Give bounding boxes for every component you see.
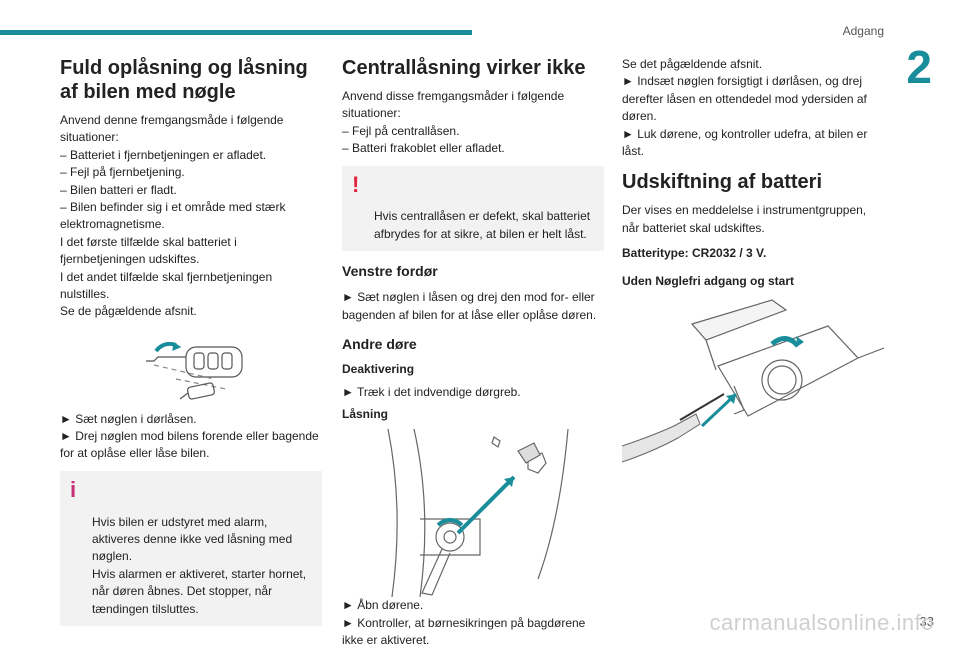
continued-text-col3: Se det pågældende afsnit. ► Indsæt nøgle… — [622, 57, 868, 158]
chapter-number: 2 — [906, 41, 932, 93]
door-lock-illustration — [387, 429, 569, 598]
heading-locking: Låsning — [342, 407, 389, 422]
page-number: 33 — [919, 614, 934, 629]
locking-steps: ► Åbn dørene. ► Kontroller, at børnesikr… — [342, 598, 586, 648]
battery-replacement-illustration — [622, 299, 884, 463]
info-note-alarm: i Hvis bilen er udstyret med alarm, akti… — [60, 470, 322, 626]
heading-deactivation: Deaktivering — [342, 361, 415, 376]
header-accent-bar — [0, 30, 472, 35]
heading-central-locking-fault: Centrallåsning virker ikke — [342, 57, 586, 79]
left-door-text: ► Sæt nøglen i låsen og drej den mod for… — [342, 290, 597, 322]
battery-text: Der vises en meddelelse i instrumentgrup… — [622, 203, 867, 235]
battery-type: Batteritype: CR2032 / 3 V. — [622, 246, 767, 261]
heading-full-locking: Fuld oplåsning og låsning af bilen med n… — [60, 57, 308, 103]
section-label: Adgang — [842, 24, 884, 38]
heading-left-front-door: Venstre fordør — [342, 263, 438, 280]
intro-text-col1: Anvend denne fremgangsmåde i følgende si… — [60, 113, 286, 319]
warning-icon: ! — [352, 171, 360, 197]
warning-note-central-lock: ! Hvis centrallåsen er defekt, skal batt… — [342, 165, 604, 252]
column-3: Se det pågældende afsnit. ► Indsæt nøgle… — [622, 56, 884, 476]
info-icon: i — [70, 476, 77, 502]
steps-col1: ► Sæt nøglen i dørlåsen. ► Drej nøglen m… — [60, 411, 319, 461]
deactivation-text: ► Træk i det indvendige dørgreb. — [342, 384, 521, 399]
key-in-lock-illustration — [146, 341, 243, 400]
warning-note-text: Hvis centrallåsen er defekt, skal batter… — [374, 209, 591, 241]
intro-text-col2: Anvend disse fremgangsmåder i følgende s… — [342, 89, 565, 156]
info-note-text: Hvis bilen er udstyret med alarm, aktive… — [92, 514, 307, 616]
without-keyless-heading: Uden Nøglefri adgang og start — [622, 273, 795, 288]
column-2: Centrallåsning virker ikke Anvend disse … — [342, 56, 604, 655]
column-1: Fuld oplåsning og låsning af bilen med n… — [60, 56, 322, 636]
heading-other-doors: Andre døre — [342, 335, 417, 352]
watermark-text: carmanualsonline.info — [709, 610, 934, 635]
heading-battery-replacement: Udskiftning af batteri — [622, 171, 823, 194]
